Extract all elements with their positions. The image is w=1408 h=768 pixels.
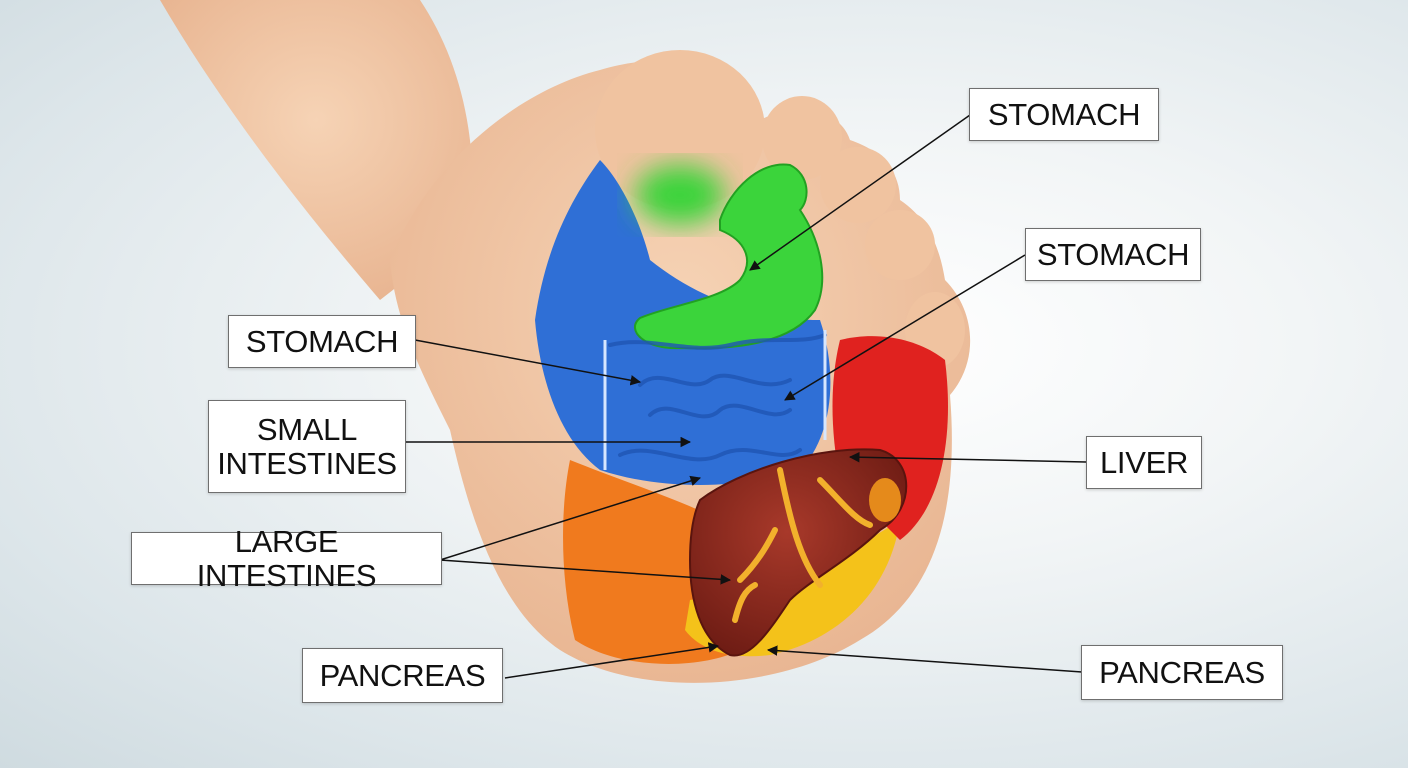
label-pancreas-left: PANCREAS (302, 648, 503, 703)
label-small-intestines: SMALL INTESTINES (208, 400, 406, 493)
label-stomach-right: STOMACH (1025, 228, 1201, 281)
label-large-intestines-text: LARGE INTESTINES (196, 524, 377, 593)
liver-vessels (732, 467, 873, 623)
leader-pancreas-right (766, 645, 1083, 673)
leader-pancreas-left (504, 642, 720, 679)
liver-organ (688, 448, 908, 657)
label-pancreas-left-text: PANCREAS (319, 657, 486, 693)
leg (160, 0, 473, 300)
leader-stomach-left (414, 339, 642, 386)
leader-stomach-right (784, 254, 1026, 401)
leader-lines (405, 114, 1087, 679)
label-small-intestines-line2: INTESTINES (217, 445, 397, 481)
label-pancreas-right: PANCREAS (1081, 645, 1283, 700)
glow-zone (635, 165, 725, 225)
toe-2 (762, 96, 842, 180)
label-stomach-right-text: STOMACH (1036, 236, 1190, 272)
label-stomach-top: STOMACH (969, 88, 1159, 141)
leader-large-intestines-a (439, 475, 702, 561)
toe-3 (820, 147, 896, 223)
label-pancreas-right-text: PANCREAS (1099, 654, 1265, 690)
intestine-outline (603, 330, 827, 470)
gallbladder (869, 478, 901, 522)
label-liver-text: LIVER (1099, 444, 1189, 480)
intestine-coils (608, 333, 827, 462)
leader-liver (848, 451, 1087, 463)
label-stomach-left-text: STOMACH (245, 323, 399, 359)
label-stomach-top-text: STOMACH (987, 96, 1141, 132)
label-large-intestines: LARGE INTESTINES (131, 525, 442, 592)
leader-large-intestines-b (439, 559, 732, 585)
leader-stomach-top (749, 114, 971, 271)
label-stomach-left: STOMACH (228, 315, 416, 368)
toe-4 (865, 210, 935, 280)
stomach-organ (634, 163, 824, 350)
label-small-intestines-line1: SMALL (256, 412, 358, 448)
label-liver: LIVER (1086, 436, 1202, 489)
big-toe (595, 50, 765, 210)
